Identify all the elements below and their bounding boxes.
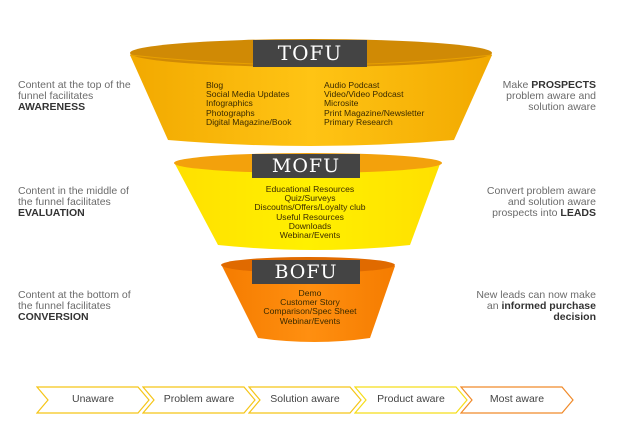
mofu-left-description: Content in the middle of the funnel faci…	[18, 186, 129, 219]
mofu-label: MOFU	[252, 154, 360, 178]
desc-line: Content in the middle of	[18, 185, 129, 197]
desc-line: Content at the top of the	[18, 79, 131, 91]
tofu-item: Audio Podcast	[324, 80, 380, 90]
mofu-item: Downloads	[288, 220, 332, 231]
desc-bold: AWARENESS	[18, 101, 86, 113]
tofu-item: Infographics	[206, 98, 253, 109]
tofu-item: Blog	[206, 80, 224, 90]
desc-text: Make	[502, 79, 532, 91]
mofu-item: Discoutns/Offers/Loyalty club	[254, 202, 366, 213]
desc-bold: PROSPECTS	[531, 79, 596, 91]
desc-bold: CONVERSION	[18, 311, 89, 323]
stage-arrow-shape	[36, 386, 150, 414]
tofu-item: Microsite	[324, 98, 359, 109]
tofu-item: Print Magazine/Newsletter	[324, 107, 425, 118]
mofu-item: Quiz/Surveys	[284, 193, 336, 204]
desc-bold: EVALUATION	[18, 207, 85, 219]
stage-unaware: Unaware	[36, 386, 150, 414]
stage-label: Product aware	[377, 393, 445, 405]
stage-most-aware: Most aware	[460, 386, 574, 414]
stage-product-aware: Product aware	[354, 386, 468, 414]
stage-arrow-shape	[142, 386, 256, 414]
stage-label: Solution aware	[270, 393, 340, 405]
desc-line: Convert problem aware	[486, 185, 596, 197]
tofu-item: Primary Research	[324, 116, 393, 127]
desc-bold: LEADS	[560, 207, 596, 219]
tofu-right-description: Make PROSPECTS problem aware and solutio…	[503, 80, 596, 113]
desc-line: the funnel facilitates	[18, 196, 111, 208]
bofu-left-description: Content at the bottom of the funnel faci…	[18, 290, 131, 323]
stage-arrow-shape	[248, 386, 362, 414]
tofu-item: Video/Video Podcast	[324, 89, 404, 100]
tofu-segment	[130, 55, 492, 146]
stage-label: Problem aware	[163, 393, 235, 405]
tofu-items-right: Audio Podcast Video/Video Podcast Micros…	[324, 80, 425, 127]
desc-bold: decision	[553, 311, 596, 323]
stage-problem-aware: Problem aware	[142, 386, 256, 414]
tofu-label: TOFU	[253, 40, 367, 67]
desc-line: funnel facilitates	[18, 90, 94, 102]
bofu-item: Customer Story	[280, 297, 340, 308]
desc-line: New leads can now make	[476, 289, 596, 301]
desc-line: and solution aware	[507, 196, 596, 208]
bofu-items: Demo Customer Story Comparison/Spec Shee…	[250, 288, 370, 326]
desc-line: Content at the bottom of	[18, 289, 131, 301]
bofu-item: Comparison/Spec Sheet	[263, 306, 357, 317]
tofu-items-left: Blog Social Media Updates Infographics P…	[206, 80, 292, 127]
bofu-right-description: New leads can now make an informed purch…	[476, 290, 596, 323]
bofu-label: BOFU	[252, 260, 360, 284]
tofu-item: Photographs	[206, 107, 255, 118]
bofu-segment	[222, 266, 395, 342]
tofu-item: Digital Magazine/Book	[206, 116, 292, 127]
desc-line: problem aware and	[506, 90, 596, 102]
stage-label: Most aware	[489, 393, 545, 405]
tofu-left-description: Content at the top of the funnel facilit…	[18, 80, 131, 113]
mofu-item: Webinar/Events	[279, 230, 341, 241]
mofu-item: Useful Resources	[276, 211, 344, 222]
tofu-item: Social Media Updates	[206, 89, 290, 100]
bofu-item: Demo	[298, 288, 322, 298]
desc-text: prospects into	[492, 207, 561, 219]
stage-arrow-shape	[460, 386, 574, 414]
desc-line: solution aware	[528, 101, 596, 113]
desc-line: the funnel facilitates	[18, 300, 111, 312]
stage-label: Unaware	[71, 393, 115, 405]
mofu-item: Educational Resources	[265, 184, 355, 194]
stage-solution-aware: Solution aware	[248, 386, 362, 414]
mofu-right-description: Convert problem aware and solution aware…	[487, 186, 596, 219]
desc-bold: informed purchase	[501, 300, 596, 312]
mofu-items: Educational Resources Quiz/Surveys Disco…	[230, 184, 390, 241]
desc-text: an	[486, 300, 502, 312]
mofu-segment	[175, 164, 440, 250]
stage-arrow-shape	[354, 386, 468, 414]
bofu-item: Webinar/Events	[279, 315, 341, 326]
